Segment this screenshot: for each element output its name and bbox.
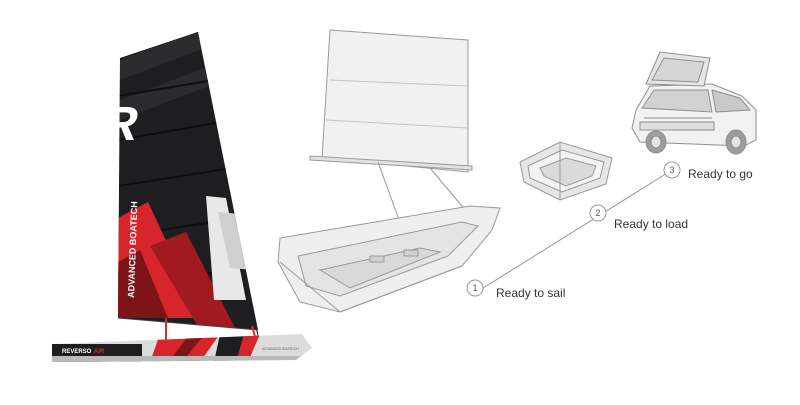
- sail-brand-text: ADVANCED BOATECH: [126, 201, 139, 298]
- folded-pieces: [519, 141, 613, 201]
- step-2-label: Ready to load: [614, 217, 688, 231]
- hull-small-text: ADVANCED BOATECH: [262, 347, 299, 351]
- outline-sailboat: [277, 29, 501, 313]
- hull-model: AIR: [94, 349, 105, 355]
- step-1: 1 Ready to sail: [466, 279, 565, 300]
- rigged-sailboat: R ADVANCED BOATECH REVERSO AIR ADVANCED …: [52, 31, 312, 362]
- timeline-line: [479, 169, 673, 291]
- hull-side: REVERSO AIR ADVANCED BOATECH: [52, 334, 312, 362]
- step-timeline: 1 Ready to sail 2 Ready to load 3 Ready …: [466, 161, 753, 300]
- step-3-number: 3: [669, 165, 674, 175]
- step-3: 3 Ready to go: [663, 161, 753, 181]
- outline-sail: [321, 29, 469, 173]
- boom-line: [117, 317, 259, 331]
- car: [631, 51, 757, 155]
- step-2-number: 2: [595, 208, 600, 218]
- sail: R ADVANCED BOATECH: [98, 32, 258, 330]
- step-1-label: Ready to sail: [496, 286, 565, 300]
- hull-brand: REVERSO: [62, 349, 92, 355]
- step-2: 2 Ready to load: [589, 204, 688, 231]
- step-3-label: Ready to go: [688, 167, 753, 181]
- step-1-number: 1: [472, 283, 477, 293]
